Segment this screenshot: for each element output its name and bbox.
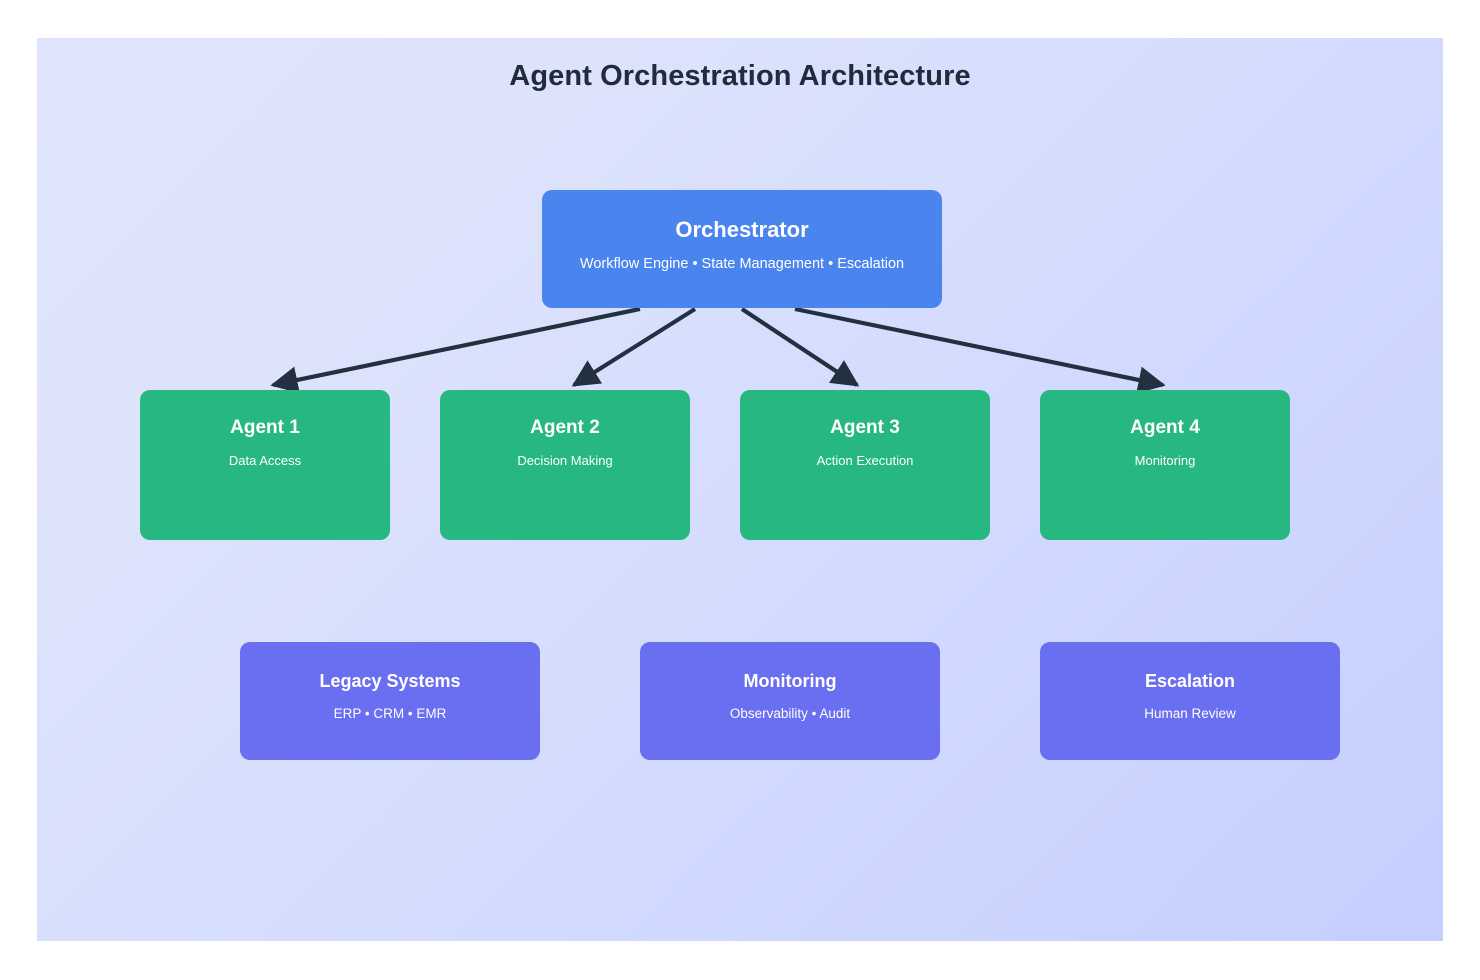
node-orchestrator-subtitle: Workflow Engine • State Management • Esc… <box>579 256 905 273</box>
node-legacy-systems-subtitle: ERP • CRM • EMR <box>333 705 447 721</box>
node-agent-1[interactable]: Agent 1 Data Access <box>140 390 390 540</box>
node-orchestrator[interactable]: Orchestrator Workflow Engine • State Man… <box>542 190 942 308</box>
page-title: Agent Orchestration Architecture <box>509 60 971 92</box>
node-legacy-systems-title: Legacy Systems <box>319 671 461 691</box>
node-agent-1-subtitle: Data Access <box>228 452 302 468</box>
node-agent-4-title: Agent 4 <box>1130 417 1200 438</box>
node-monitoring[interactable]: Monitoring Observability • Audit <box>640 642 940 760</box>
node-escalation-subtitle: Human Review <box>1144 705 1236 721</box>
node-orchestrator-title: Orchestrator <box>675 217 809 242</box>
node-monitoring-title: Monitoring <box>743 671 837 691</box>
node-agent-4-subtitle: Monitoring <box>1134 452 1196 468</box>
node-legacy-systems[interactable]: Legacy Systems ERP • CRM • EMR <box>240 642 540 760</box>
arrow-orchestrator-to-agent-3 <box>740 307 860 387</box>
diagram-canvas: Agent Orchestration Architecture Orchest… <box>37 38 1443 941</box>
arrow-orchestrator-to-agent-4 <box>794 306 1166 394</box>
node-monitoring-subtitle: Observability • Audit <box>729 705 851 721</box>
node-agent-2-title: Agent 2 <box>530 417 600 438</box>
arrow-orchestrator-to-agent-2 <box>571 307 697 387</box>
node-agent-1-title: Agent 1 <box>230 417 300 438</box>
node-escalation[interactable]: Escalation Human Review <box>1040 642 1340 760</box>
node-agent-2[interactable]: Agent 2 Decision Making <box>440 390 690 540</box>
node-agent-2-subtitle: Decision Making <box>517 452 613 468</box>
arrow-orchestrator-to-agent-1 <box>270 306 641 394</box>
node-agent-3-title: Agent 3 <box>830 417 900 438</box>
node-escalation-title: Escalation <box>1144 671 1236 691</box>
node-agent-4[interactable]: Agent 4 Monitoring <box>1040 390 1290 540</box>
node-agent-3[interactable]: Agent 3 Action Execution <box>740 390 990 540</box>
node-agent-3-subtitle: Action Execution <box>816 452 914 468</box>
